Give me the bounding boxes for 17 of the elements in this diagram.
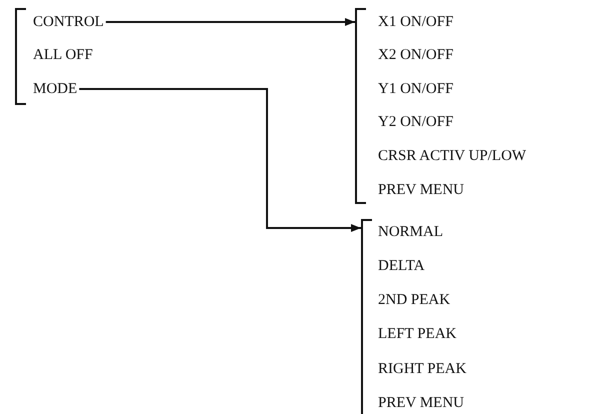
menu-item: CRSR ACTIV UP/LOW xyxy=(378,146,526,166)
menu-item: LEFT PEAK xyxy=(378,324,456,344)
menu-item: CONTROL xyxy=(33,12,104,32)
menu-item: PREV MENU xyxy=(378,180,464,200)
menu-item: 2ND PEAK xyxy=(378,290,450,310)
menu-item: Y1 ON/OFF xyxy=(378,79,454,99)
menu-item: DELTA xyxy=(378,256,425,276)
menu-item: MODE xyxy=(33,79,78,99)
arrow xyxy=(106,18,355,26)
menu-item: Y2 ON/OFF xyxy=(378,112,454,132)
menu-item: ALL OFF xyxy=(33,45,93,65)
menu-item: PREV MENU xyxy=(378,393,464,413)
arrow xyxy=(79,88,361,232)
menu-item: RIGHT PEAK xyxy=(378,359,466,379)
menu-item: NORMAL xyxy=(378,222,444,242)
menu-item: X1 ON/OFF xyxy=(378,12,454,32)
menu-item: X2 ON/OFF xyxy=(378,45,454,65)
